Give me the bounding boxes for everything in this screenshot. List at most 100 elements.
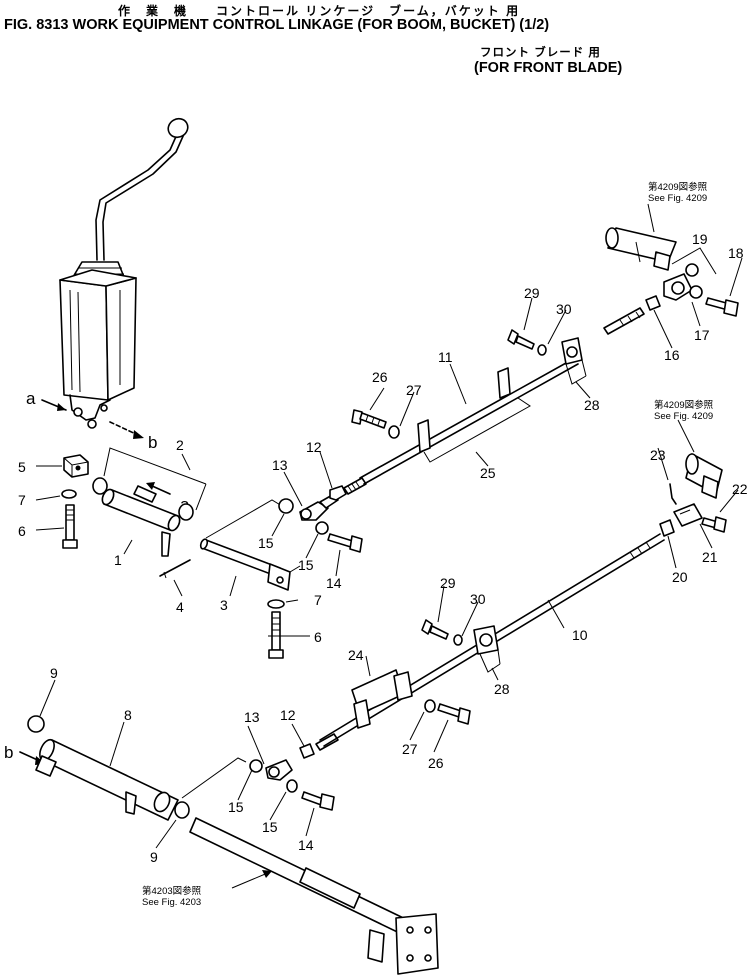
bushing-9-bottom — [174, 801, 190, 819]
washer-7-center — [267, 599, 285, 609]
nut-16 — [645, 295, 661, 311]
ref-4203-en: See Fig. 4203 — [142, 897, 201, 908]
bolt-14-lower — [301, 791, 335, 811]
washer-15-upper-b — [315, 521, 329, 535]
bracket-lines-2 — [103, 447, 207, 511]
bracket-lines-8 — [181, 757, 247, 799]
bolt-6-left — [62, 504, 78, 549]
callout-9-top: 9 — [50, 665, 58, 681]
callout-25: 25 — [480, 465, 496, 481]
leader-4203 — [231, 871, 271, 889]
callout-14-lower: 14 — [298, 837, 314, 853]
callout-27-lower: 27 — [402, 741, 418, 757]
letter-b-top: b — [148, 433, 157, 452]
direction-arrows — [19, 399, 171, 765]
figure-subtitle: (FOR FRONT BLADE) — [474, 60, 623, 76]
leader-4209-mid — [677, 419, 695, 453]
washer-27-lower — [424, 699, 436, 713]
callout-4: 4 — [176, 599, 184, 615]
rod-end-13-lower — [265, 759, 293, 781]
leader-4209-top — [647, 203, 655, 233]
callout-13-lower: 13 — [244, 709, 260, 725]
japanese-title: 作 業 機 コントロール リンケージ ブーム，バケット 用 — [118, 4, 521, 18]
callout-27-upper: 27 — [406, 382, 422, 398]
washer-19-left — [685, 263, 699, 277]
callout-2: 2 — [176, 437, 184, 453]
bushing-2-left — [92, 477, 108, 495]
ref-4209-top-jp: 第4209図参照 — [648, 181, 708, 193]
bushing-2-right — [178, 503, 194, 521]
bushing-9-top — [27, 715, 45, 733]
bolt-26-upper — [351, 409, 387, 429]
long-bar-4203 — [189, 817, 439, 975]
callout-29-upper: 29 — [524, 285, 540, 301]
callout-26-lower: 26 — [428, 755, 444, 771]
callout-30-upper: 30 — [556, 301, 572, 317]
block-part-5 — [63, 454, 89, 478]
callout-16: 16 — [664, 347, 680, 363]
callout-26-upper: 26 — [372, 369, 388, 385]
bracket-lines-19 — [671, 247, 717, 275]
shaft-part-8 — [35, 738, 179, 821]
callout-15-lower-b: 15 — [262, 819, 278, 835]
callout-11: 11 — [438, 349, 453, 365]
callout-29-lower: 29 — [440, 575, 456, 591]
washer-7-left — [61, 489, 77, 499]
callout-12-lower: 12 — [280, 707, 296, 723]
valve-spool-mid — [685, 453, 723, 499]
bolt-29-upper — [507, 329, 535, 350]
figure-title: FIG. 8313 WORK EQUIPMENT CONTROL LINKAGE… — [4, 17, 550, 33]
washer-15-upper-a — [278, 498, 294, 514]
ref-4203-jp: 第4203図参照 — [142, 885, 202, 897]
callout-14-upper: 14 — [326, 575, 342, 591]
washer-15-lower-a — [249, 759, 263, 773]
callout-17: 17 — [694, 327, 710, 343]
bolt-29-lower — [421, 619, 449, 640]
callout-19: 19 — [692, 231, 708, 247]
callout-10: 10 — [572, 627, 588, 643]
callout-15-upper-a: 15 — [258, 535, 274, 551]
nut-12-upper — [329, 485, 347, 501]
callout-7-center: 7 — [314, 592, 322, 608]
callout-3: 3 — [220, 597, 228, 613]
pin-part-4 — [159, 559, 191, 577]
bolt-6-center — [268, 611, 284, 659]
ref-4209-mid-en: See Fig. 4209 — [654, 411, 713, 422]
callout-18: 18 — [728, 245, 744, 261]
washer-15-lower-b — [286, 779, 298, 793]
callout-6-center: 6 — [314, 629, 322, 645]
control-lever-assembly — [59, 117, 189, 429]
letter-a-top: a — [26, 389, 36, 408]
callout-23: 23 — [650, 447, 666, 463]
lever-part-3 — [199, 538, 291, 591]
callout-8: 8 — [124, 707, 132, 723]
rod-assembly-11 — [343, 337, 587, 495]
callout-28-lower: 28 — [494, 681, 510, 697]
washer-27-upper — [388, 425, 400, 439]
ref-4209-mid-jp: 第4209図参照 — [654, 399, 714, 411]
leader-lines — [35, 257, 743, 849]
bolt-18 — [705, 297, 739, 317]
callout-24: 24 — [348, 647, 364, 663]
washer-30-lower — [453, 634, 463, 646]
callout-22: 22 — [732, 481, 748, 497]
shaft-part-1 — [101, 485, 181, 557]
bolt-26-lower — [437, 703, 471, 725]
callout-9-bottom: 9 — [150, 849, 158, 865]
callout-28-upper: 28 — [584, 397, 600, 413]
callout-13-upper: 13 — [272, 457, 288, 473]
bolt-22 — [701, 516, 727, 533]
callout-30-lower: 30 — [470, 591, 486, 607]
callout-1: 1 — [114, 552, 122, 568]
nut-12-lower — [299, 743, 315, 759]
callout-21: 21 — [702, 549, 718, 565]
rod-assembly-10 — [315, 533, 665, 751]
rod-end-17 — [663, 273, 693, 301]
washer-19-right — [689, 285, 703, 299]
callout-6-left: 6 — [18, 523, 26, 539]
threaded-rod-top — [603, 307, 645, 335]
clevis-21 — [673, 503, 703, 527]
callout-7-left: 7 — [18, 492, 26, 508]
spring-pin-23 — [669, 483, 677, 505]
